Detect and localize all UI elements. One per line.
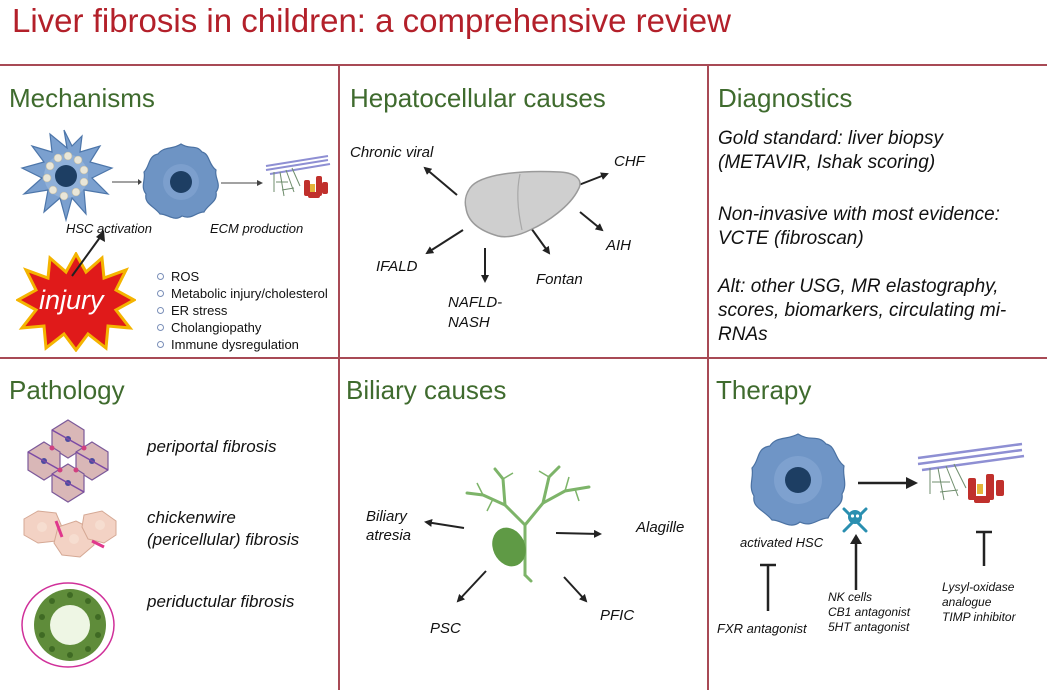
biliary-tree-icon <box>465 465 591 583</box>
inhibition-bar-icon <box>760 563 776 611</box>
activated-hsc-icon <box>142 143 219 219</box>
divider-top <box>0 64 1047 66</box>
chf-label: CHF <box>614 153 645 170</box>
pfic-label: PFIC <box>600 607 635 624</box>
nk-line: CB1 antagonist <box>828 605 911 619</box>
injury-label: injury <box>39 285 104 315</box>
lysyl-line: analogue <box>942 595 992 609</box>
chickenwire-line: chickenwire <box>147 508 236 527</box>
injury-causes-list: ROS Metabolic injury/cholesterol ER stre… <box>157 268 328 353</box>
page-title: Liver fibrosis in children: a comprehens… <box>12 2 731 39</box>
inhibition-bar-icon <box>976 530 992 566</box>
lysyl-line: Lysyl-oxidase <box>942 580 1015 594</box>
fontan-label: Fontan <box>536 271 583 288</box>
biliary-atresia-line: atresia <box>366 527 412 544</box>
arrow-icon <box>71 230 105 277</box>
ecm-fibers-icon <box>265 155 331 198</box>
activated-hsc-label: activated HSC <box>740 535 824 550</box>
arrow-icon <box>112 179 142 185</box>
alternatives-line: scores, biomarkers, circulating mi- <box>718 300 1007 321</box>
divider-right <box>707 64 709 690</box>
ecm-production-label: ECM production <box>210 221 304 236</box>
activated-hsc-icon <box>750 433 846 526</box>
aih-label: AIH <box>606 237 632 254</box>
biliary-atresia-label: Biliary atresia <box>366 507 411 545</box>
nafld-label: NAFLD- <box>448 294 503 311</box>
liver-icon <box>464 170 581 238</box>
non-invasive-line: Non-invasive with most evidence: <box>718 204 1000 225</box>
divider-middle <box>0 357 1047 359</box>
gold-standard-line: (METAVIR, Ishak scoring) <box>718 152 936 173</box>
alternatives-line: RNAs <box>718 324 768 345</box>
chickenwire-fibrosis-icon <box>23 510 117 558</box>
alternatives-line: Alt: other USG, MR elastography, <box>718 276 999 297</box>
nk-line: NK cells <box>828 590 873 604</box>
crossbones-icon <box>842 507 868 533</box>
biliary-heading: Biliary causes <box>346 375 507 405</box>
nk-line: 5HT antagonist <box>828 620 910 634</box>
pathology-heading: Pathology <box>9 375 125 405</box>
biliary-arrows <box>424 518 602 603</box>
list-item: Cholangiopathy <box>157 319 328 336</box>
inhibition-arrow-icon <box>850 534 862 590</box>
gold-standard-line: Gold standard: liver biopsy <box>718 128 943 149</box>
chickenwire-label: chickenwire (pericellular) fibrosis <box>147 507 299 551</box>
arrow-icon <box>221 180 263 186</box>
periportal-fibrosis-label: periportal fibrosis <box>147 437 277 456</box>
nk-cells-label: NK cells CB1 antagonist 5HT antagonist <box>828 590 910 635</box>
periportal-fibrosis-icon <box>27 419 109 503</box>
non-invasive-text: Non-invasive with most evidence: VCTE (f… <box>718 203 1000 251</box>
hsc-activation-label: HSC activation <box>66 221 152 236</box>
chronic-viral-label: Chronic viral <box>350 144 434 161</box>
fxr-antagonist-label: FXR antagonist <box>717 621 807 636</box>
mechanisms-heading: Mechanisms <box>9 83 155 113</box>
divider-left <box>338 64 340 690</box>
quiescent-hsc-icon <box>20 129 114 223</box>
periductular-fibrosis-icon <box>21 582 115 668</box>
psc-label: PSC <box>430 620 461 637</box>
nash-label: NASH <box>448 314 490 331</box>
periductular-fibrosis-label: periductular fibrosis <box>147 592 295 611</box>
list-item: ER stress <box>157 302 328 319</box>
therapy-arrow-icon <box>858 477 918 489</box>
list-item: ROS <box>157 268 328 285</box>
hepatocellular-heading: Hepatocellular causes <box>350 83 606 113</box>
non-invasive-line: VCTE (fibroscan) <box>718 228 864 249</box>
chickenwire-line: (pericellular) fibrosis <box>147 530 300 549</box>
list-item: Metabolic injury/cholesterol <box>157 285 328 302</box>
alagille-label: Alagille <box>636 519 685 536</box>
biliary-atresia-line: Biliary <box>366 508 407 525</box>
therapy-heading: Therapy <box>716 375 812 405</box>
injury-burst-icon <box>16 252 136 352</box>
diagnostics-heading: Diagnostics <box>718 83 853 113</box>
list-item: Immune dysregulation <box>157 336 328 353</box>
ecm-fibers-icon <box>917 442 1025 503</box>
gold-standard-text: Gold standard: liver biopsy (METAVIR, Is… <box>718 127 943 175</box>
lysyl-line: TIMP inhibitor <box>942 610 1016 624</box>
alternatives-text: Alt: other USG, MR elastography, scores,… <box>718 275 1006 347</box>
lysyl-oxidase-label: Lysyl-oxidase analogue TIMP inhibitor <box>942 580 1016 625</box>
ifald-label: IFALD <box>376 258 418 275</box>
